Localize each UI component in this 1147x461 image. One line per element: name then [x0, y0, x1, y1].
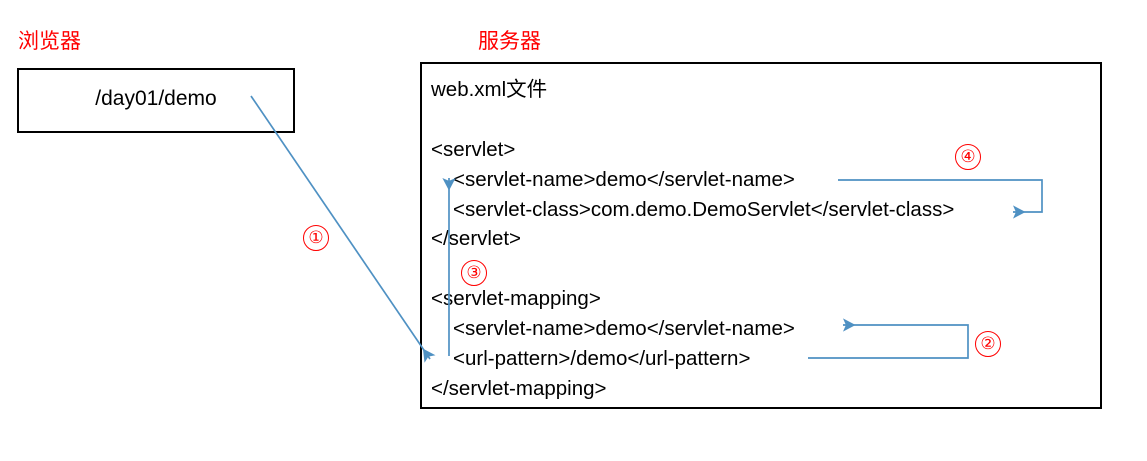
code-line-mapping-servlet-name: <servlet-name>demo</servlet-name> — [453, 317, 795, 340]
connector-1-url-to-url-pattern — [250, 95, 436, 363]
server-section-label: 服务器 — [478, 29, 541, 53]
step-marker-3: ③ — [461, 260, 487, 286]
code-line-url-pattern: <url-pattern>/demo</url-pattern> — [453, 347, 751, 370]
code-line-servlet-close: </servlet> — [431, 227, 522, 250]
step-marker-2: ② — [975, 331, 1001, 357]
browser-url-text: /day01/demo — [95, 87, 217, 110]
browser-section-label: 浏览器 — [18, 29, 81, 53]
step-marker-1: ① — [303, 225, 329, 251]
code-line-servlet-mapping-open: <servlet-mapping> — [431, 287, 601, 310]
code-line-servlet-open: <servlet> — [431, 138, 516, 161]
code-line-servlet-mapping-close: </servlet-mapping> — [431, 377, 607, 400]
webxml-file-heading: web.xml文件 — [431, 78, 548, 101]
code-line-servlet-class: <servlet-class>com.demo.DemoServlet</ser… — [453, 198, 955, 221]
code-line-servlet-name: <servlet-name>demo</servlet-name> — [453, 168, 795, 191]
step-marker-4: ④ — [955, 144, 981, 170]
